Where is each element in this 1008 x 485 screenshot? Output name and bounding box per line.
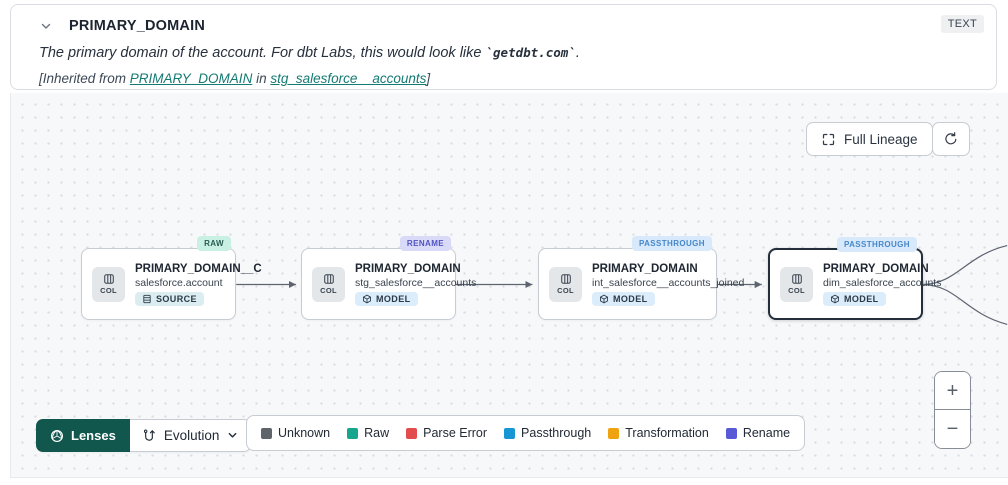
legend-swatch-raw bbox=[347, 427, 359, 439]
zoom-controls: + − bbox=[934, 371, 971, 449]
node-type-chip: SOURCE bbox=[135, 291, 204, 306]
inherited-column-link[interactable]: PRIMARY_DOMAIN bbox=[129, 71, 253, 86]
inherited-middle: in bbox=[252, 71, 271, 86]
legend-swatch-transformation bbox=[608, 427, 620, 439]
chevron-down-icon bbox=[228, 432, 237, 438]
node-subtitle: stg_salesforce__accounts bbox=[355, 276, 477, 289]
node-body: PRIMARY_DOMAIN int_salesforce__accounts_… bbox=[592, 262, 745, 306]
legend-label: Transformation bbox=[625, 426, 709, 440]
col-chip-label: COL bbox=[557, 286, 574, 295]
lenses-control: Lenses Evolution bbox=[36, 419, 252, 452]
evolution-icon bbox=[143, 429, 155, 441]
col-chip-label: COL bbox=[788, 286, 805, 295]
lenses-label: Lenses bbox=[71, 428, 116, 443]
node-body: PRIMARY_DOMAIN stg_salesforce__accounts … bbox=[355, 262, 477, 306]
database-icon bbox=[143, 294, 151, 303]
column-header-row: PRIMARY_DOMAIN bbox=[37, 17, 205, 35]
lineage-node-stg[interactable]: RENAME COL PRIMARY_DOMAIN stg_salesforce… bbox=[301, 236, 477, 320]
legend-swatch-rename bbox=[725, 427, 737, 439]
col-chip-label: COL bbox=[320, 286, 337, 295]
node-body: PRIMARY_DOMAIN__C salesforce.account SOU… bbox=[135, 262, 262, 306]
legend-item: Rename bbox=[725, 426, 791, 440]
status-badge: PASSTHROUGH bbox=[631, 236, 712, 251]
lineage-node-source[interactable]: RAW COL PRIMARY_DOMAIN__C salesforce.acc… bbox=[81, 236, 262, 320]
legend-label: Passthrough bbox=[521, 426, 592, 440]
columns-icon bbox=[103, 274, 114, 284]
legend-item: Passthrough bbox=[504, 426, 591, 440]
lineage-node-dim-selected[interactable]: PASSTHROUGH COL PRIMARY_DOMAIN dim_sales… bbox=[768, 237, 942, 320]
node-type-label: MODEL bbox=[844, 293, 879, 304]
legend-swatch-passthrough bbox=[504, 427, 516, 439]
fullscreen-icon bbox=[822, 133, 835, 145]
column-chip: COL bbox=[312, 266, 345, 302]
column-type-badge: TEXT bbox=[940, 15, 984, 33]
status-badge: RENAME bbox=[399, 236, 451, 251]
description-suffix: . bbox=[575, 45, 580, 61]
node-title: PRIMARY_DOMAIN bbox=[823, 262, 929, 275]
legend-label: Raw bbox=[364, 426, 390, 440]
legend-item: Transformation bbox=[608, 426, 709, 440]
node-type-label: SOURCE bbox=[156, 293, 197, 304]
inherited-from-line: [Inherited from PRIMARY_DOMAIN in stg_sa… bbox=[39, 71, 430, 86]
collapse-chevron-icon[interactable] bbox=[37, 17, 55, 35]
node-type-chip: MODEL bbox=[355, 291, 418, 306]
columns-icon bbox=[560, 274, 571, 284]
column-details-panel: PRIMARY_DOMAIN TEXT The primary domain o… bbox=[10, 4, 997, 90]
inherited-suffix: ] bbox=[426, 71, 431, 86]
cube-icon bbox=[831, 294, 839, 303]
inherited-prefix: [Inherited from bbox=[39, 71, 130, 86]
cube-icon bbox=[363, 294, 371, 303]
columns-icon bbox=[323, 274, 334, 284]
lineage-canvas[interactable]: Full Lineage RAW COL PRIMARY_DOMAIN__C s… bbox=[10, 93, 1008, 478]
column-description: The primary domain of the account. For d… bbox=[39, 45, 580, 61]
column-title: PRIMARY_DOMAIN bbox=[69, 18, 205, 34]
column-chip: COL bbox=[780, 266, 813, 302]
lens-aperture-icon bbox=[51, 429, 63, 442]
evolution-dropdown[interactable]: Evolution bbox=[129, 419, 252, 452]
column-chip: COL bbox=[92, 266, 125, 302]
cube-icon bbox=[600, 294, 608, 303]
description-text: The primary domain of the account. For d… bbox=[39, 45, 486, 61]
zoom-in-button[interactable]: + bbox=[935, 372, 970, 410]
node-title: PRIMARY_DOMAIN bbox=[355, 262, 461, 275]
col-chip-label: COL bbox=[100, 286, 117, 295]
node-title: PRIMARY_DOMAIN bbox=[592, 262, 698, 275]
lenses-button[interactable]: Lenses bbox=[36, 419, 130, 452]
legend-label: Parse Error bbox=[423, 426, 488, 440]
legend-swatch-parse-error bbox=[406, 427, 418, 439]
node-type-label: MODEL bbox=[613, 293, 648, 304]
refresh-icon bbox=[945, 132, 957, 145]
legend-label: Unknown bbox=[278, 426, 331, 440]
node-subtitle: dim_salesforce_accounts bbox=[823, 276, 942, 289]
node-type-chip: MODEL bbox=[592, 291, 655, 306]
column-chip: COL bbox=[549, 266, 582, 302]
status-badge: RAW bbox=[197, 236, 231, 251]
description-code: `getdbt.com` bbox=[485, 45, 576, 60]
full-lineage-button[interactable]: Full Lineage bbox=[806, 122, 933, 156]
node-type-label: MODEL bbox=[376, 293, 411, 304]
legend-item: Parse Error bbox=[406, 426, 487, 440]
node-subtitle: salesforce.account bbox=[135, 276, 223, 289]
legend-swatch-unknown bbox=[261, 427, 272, 439]
node-body: PRIMARY_DOMAIN dim_salesforce_accounts M… bbox=[823, 262, 942, 306]
evolution-legend: Unknown Raw Parse Error Passthrough Tran… bbox=[246, 415, 806, 451]
node-title: PRIMARY_DOMAIN__C bbox=[135, 262, 262, 275]
zoom-out-button[interactable]: − bbox=[935, 410, 970, 448]
node-type-chip: MODEL bbox=[823, 291, 886, 306]
lineage-node-int[interactable]: PASSTHROUGH COL PRIMARY_DOMAIN int_sales… bbox=[538, 236, 745, 320]
legend-item: Raw bbox=[347, 426, 389, 440]
evolution-label: Evolution bbox=[163, 428, 220, 443]
full-lineage-label: Full Lineage bbox=[844, 131, 918, 147]
node-subtitle: int_salesforce__accounts_joined bbox=[592, 276, 745, 289]
inherited-model-link[interactable]: stg_salesforce__accounts bbox=[270, 71, 427, 86]
legend-label: Rename bbox=[742, 426, 791, 440]
columns-icon bbox=[791, 274, 802, 284]
refresh-button[interactable] bbox=[932, 122, 970, 156]
status-badge: PASSTHROUGH bbox=[836, 237, 917, 252]
legend-item: Unknown bbox=[261, 426, 330, 440]
